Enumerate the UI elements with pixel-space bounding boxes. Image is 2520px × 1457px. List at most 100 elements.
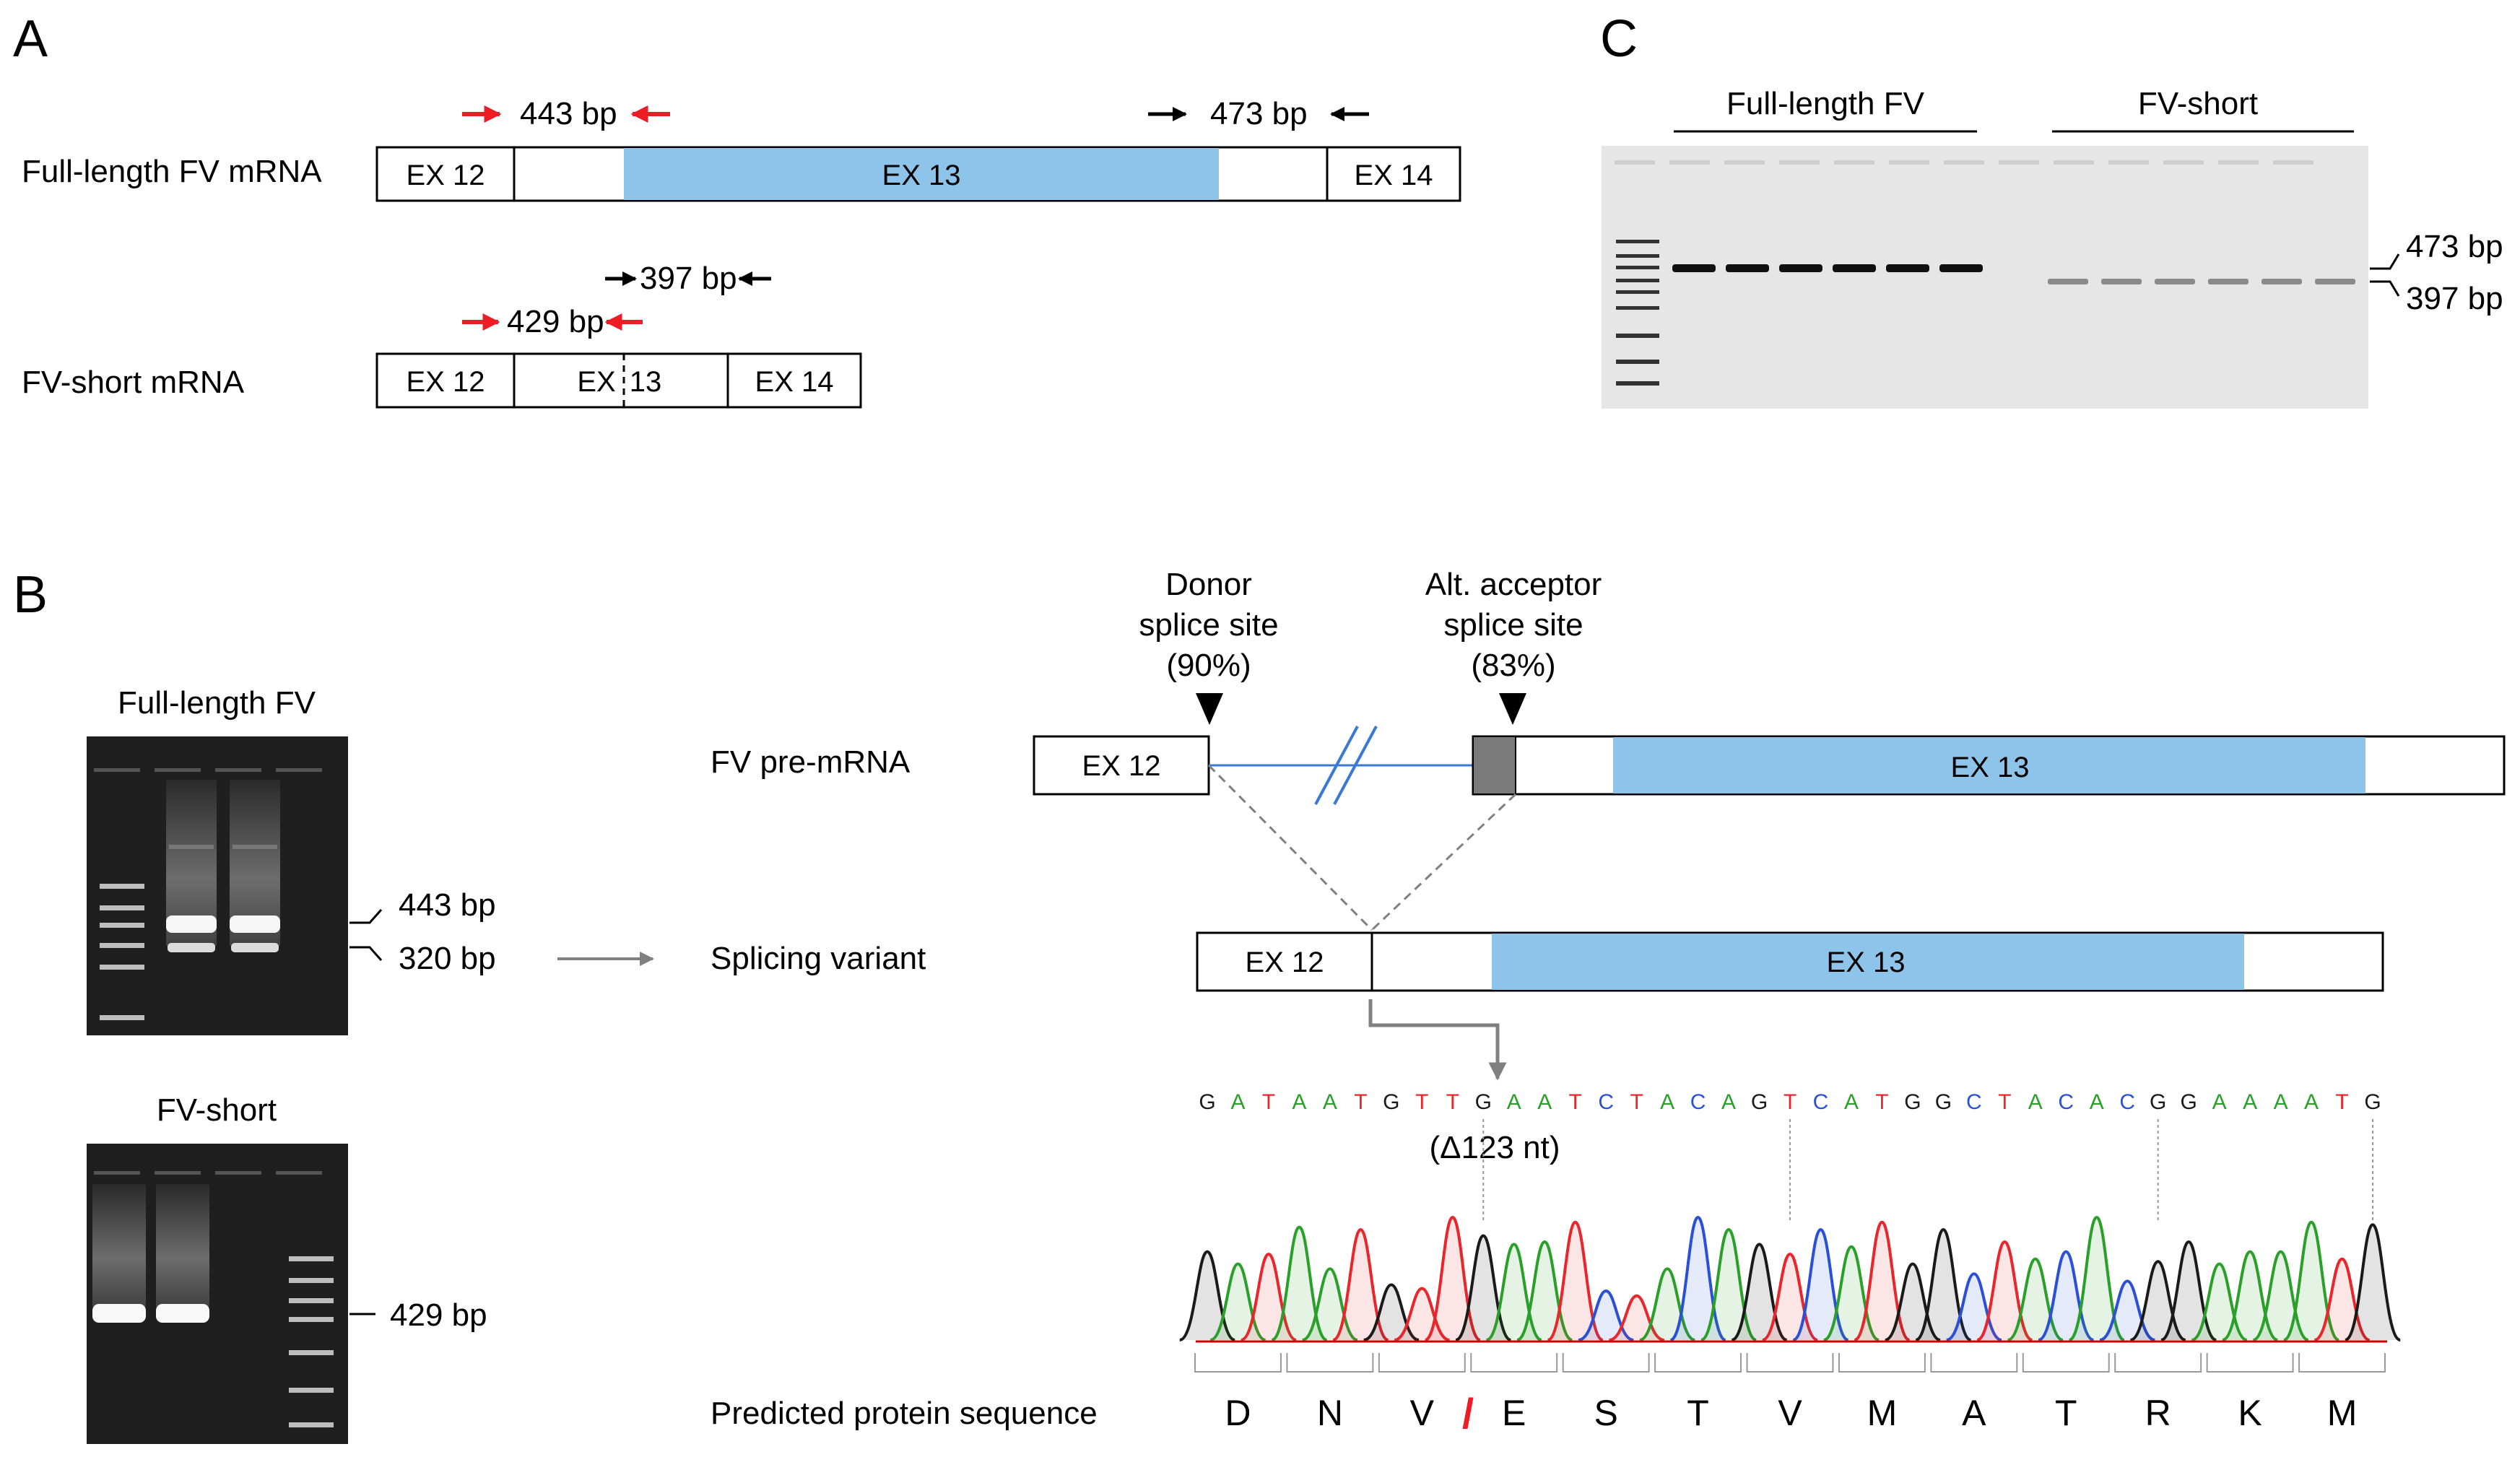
codon-bracket <box>1194 1353 1282 1373</box>
sequence-base: A <box>1844 1090 1859 1114</box>
amino-acid: K <box>2238 1393 2262 1433</box>
short-ex14: EX 14 <box>755 366 834 398</box>
gel1-well <box>155 768 201 772</box>
band-397-label: 397 bp <box>2406 281 2503 316</box>
amino-acid: M <box>1867 1393 1898 1433</box>
junction-slash: / <box>1462 1391 1474 1438</box>
gel-c-well <box>2163 160 2204 165</box>
gel1-band-320-label: 320 bp <box>399 941 496 976</box>
codon-bracket <box>1654 1353 1742 1373</box>
gel1-ladder-band <box>100 943 144 948</box>
gel-c-well <box>2054 160 2094 165</box>
gel1-well <box>215 768 261 772</box>
alt-exon-segment <box>1474 737 1516 793</box>
acceptor-triangle-icon <box>1499 693 1526 725</box>
donor-line1: Donor <box>1165 567 1252 602</box>
group1-title: Full-length FV <box>1726 86 1925 121</box>
sequence-base: G <box>2150 1090 2166 1114</box>
gel-c-well <box>1834 160 1874 165</box>
gel-c-ladder-band <box>1616 279 1659 282</box>
gel2-ladder-band <box>289 1256 334 1261</box>
sequence-base: C <box>1813 1090 1829 1114</box>
codon-bracket <box>2206 1353 2294 1373</box>
group2-title: FV-short <box>2138 86 2258 121</box>
pre-ex12: EX 12 <box>1082 750 1161 782</box>
gel-c-band-full <box>1833 264 1876 272</box>
gel-c-bands <box>1615 160 2355 386</box>
chromatogram-peak <box>2344 1223 2402 1341</box>
full-mrna-label: Full-length FV mRNA <box>22 154 322 189</box>
sequence-base: A <box>2028 1090 2043 1114</box>
panel-b-label: B <box>13 566 48 624</box>
gel-c-well <box>2273 160 2313 165</box>
sequence-base: A <box>2243 1090 2257 1114</box>
gel2-bands <box>92 1171 334 1427</box>
gel-c-band-full <box>1939 264 1983 272</box>
sequence-base: A <box>2274 1090 2288 1114</box>
gel1-band-443 <box>166 915 217 933</box>
band-473-label: 473 bp <box>2406 229 2503 264</box>
sequence-base: C <box>1966 1090 1982 1114</box>
variant-label: Splicing variant <box>711 941 926 976</box>
sequence-base: T <box>1354 1090 1367 1114</box>
sequence-base: T <box>1998 1090 2011 1114</box>
short-ex13-part2: 13 <box>630 366 662 398</box>
primer-429-label: 429 bp <box>507 304 604 339</box>
gel1-ladder-band <box>100 923 144 928</box>
panel-c-label: C <box>1600 10 1638 68</box>
sequence-base: T <box>1569 1090 1582 1114</box>
sequence-base: G <box>1935 1090 1952 1114</box>
sequence-base: T <box>1783 1090 1796 1114</box>
codon-bracket <box>1562 1353 1650 1373</box>
var-ex12: EX 12 <box>1246 947 1324 978</box>
pre-ex12-box <box>1033 735 1210 796</box>
var-ex13: EX 13 <box>1827 947 1906 978</box>
gel1-band-443-label: 443 bp <box>399 887 496 923</box>
sequence-base: G <box>1751 1090 1768 1114</box>
donor-line2: splice site <box>1139 607 1278 643</box>
sequence-base: A <box>1292 1090 1306 1114</box>
gel-c-band-short <box>2315 279 2355 284</box>
deletion-label: (Δ123 nt) <box>1429 1130 1560 1165</box>
gel-c-band-short <box>2262 279 2302 284</box>
gel-c-well <box>2218 160 2259 165</box>
primer-443-label: 443 bp <box>520 96 617 131</box>
gel-c-well <box>1889 160 1929 165</box>
gel-c-ladder-band <box>1616 290 1659 294</box>
gel1-band-320 <box>231 943 279 952</box>
sequence-base: G <box>1904 1090 1921 1114</box>
gel1-band-443 <box>230 915 280 933</box>
gel2-ladder-band <box>289 1422 334 1427</box>
pre-ex13: EX 13 <box>1951 752 2030 783</box>
full-ex13: EX 13 <box>882 160 961 191</box>
gel-c-well <box>1669 160 1710 165</box>
codon-bracket <box>1286 1353 1374 1373</box>
gel-c-ladder-band <box>1616 266 1659 269</box>
acceptor-line3: (83%) <box>1471 648 1555 683</box>
chromatogram-peak <box>1394 1287 1451 1341</box>
sequence-base: G <box>1475 1090 1492 1114</box>
sequence-base: G <box>1199 1090 1215 1114</box>
sequence-base: A <box>1721 1090 1736 1114</box>
sequence-base: A <box>1660 1090 1674 1114</box>
gel-c-well <box>1944 160 1984 165</box>
gel-c-band-short <box>2048 279 2088 284</box>
gel-c-image <box>1602 146 2368 409</box>
codon-bracket <box>2114 1353 2202 1373</box>
codon-bracket <box>1378 1353 1466 1373</box>
sequence-base: T <box>1415 1090 1428 1114</box>
codon-bracket <box>2022 1353 2110 1373</box>
gel-c-band-short <box>2101 279 2142 284</box>
pre-ex13-coding <box>1613 737 2365 793</box>
gel2-well <box>155 1171 201 1175</box>
gel2-band-429 <box>92 1304 146 1323</box>
gel2-well <box>215 1171 261 1175</box>
gel2-ladder-band <box>289 1298 334 1303</box>
gel1-well <box>94 768 140 772</box>
gel-c-ladder-band <box>1616 240 1659 243</box>
full-mrna-ex13-coding <box>624 148 1219 200</box>
variant-ex13-coding <box>1492 934 2244 990</box>
gel-c-ladder-band <box>1616 306 1659 310</box>
gel-c-ladder-band <box>1616 381 1659 386</box>
